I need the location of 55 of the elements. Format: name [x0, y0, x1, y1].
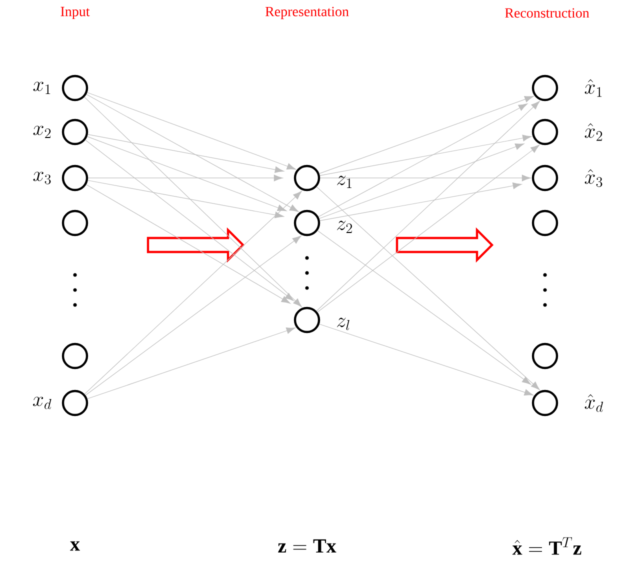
- arrow: [86, 184, 290, 304]
- neuron-circle: [294, 210, 320, 236]
- variable-label: $x_3$: [33, 172, 51, 184]
- arrow: [316, 100, 540, 312]
- neuron-circle: [532, 118, 558, 146]
- column-heading: Input: [60, 6, 90, 20]
- neuron-circle: [532, 164, 558, 192]
- neuron-circle: [62, 118, 88, 146]
- neuron-circle: [62, 210, 88, 236]
- formula: $\hat{\mathbf{x}}=\mathbf{T}^T\mathbf{z}$: [512, 537, 582, 555]
- arrow: [86, 94, 299, 212]
- formula: $\mathbf{z}=\mathbf{T}\mathbf{x}$: [278, 539, 336, 553]
- column-heading: Reconstruction: [505, 8, 590, 18]
- arrow: [316, 186, 540, 390]
- arrow: [87, 92, 296, 170]
- neuron-circle: [532, 74, 558, 102]
- arrow: [320, 134, 532, 176]
- arrow: [317, 144, 540, 312]
- variable-label: $z_2$: [337, 220, 352, 233]
- variable-label: $\hat{x}_1$: [584, 79, 602, 97]
- arrow: [88, 174, 283, 182]
- arrow: [320, 182, 522, 221]
- neuron-circle: [532, 390, 558, 416]
- arrow: [319, 96, 534, 174]
- arrow: [320, 174, 531, 182]
- neuron-circle: [294, 164, 320, 192]
- arrow: [317, 230, 531, 385]
- arrow: [319, 143, 524, 219]
- neuron-circle: [532, 210, 558, 236]
- variable-label: $z_l$: [337, 318, 350, 330]
- arrow: [85, 236, 302, 396]
- variable-label: $z_1$: [337, 176, 352, 188]
- neuron-circle: [532, 342, 558, 370]
- neuron-circle: [62, 390, 88, 416]
- arrow: [88, 134, 284, 173]
- variable-label: $\hat{x}_d$: [584, 394, 604, 412]
- arrow: [84, 190, 302, 394]
- arrow: [86, 136, 287, 212]
- variable-label: $x_1$: [33, 82, 50, 94]
- arrow: [84, 96, 302, 308]
- neuron-circle: [62, 342, 88, 370]
- neuron-circle: [62, 74, 88, 102]
- formula: $\mathbf{x}$: [70, 541, 80, 551]
- variable-label: $\hat{x}_2$: [584, 123, 602, 141]
- neuron-circle: [62, 164, 88, 192]
- variable-label: $x_2$: [33, 126, 51, 138]
- column-heading: Representation: [265, 6, 349, 20]
- arrow: [319, 324, 534, 396]
- neuron-circle: [294, 306, 320, 334]
- arrow: [318, 104, 528, 218]
- arrow: [85, 140, 294, 302]
- arrow: [87, 328, 296, 400]
- arrow: [88, 180, 284, 218]
- variable-label: $\hat{x}_3$: [584, 169, 602, 188]
- variable-label: $x_d$: [33, 396, 52, 410]
